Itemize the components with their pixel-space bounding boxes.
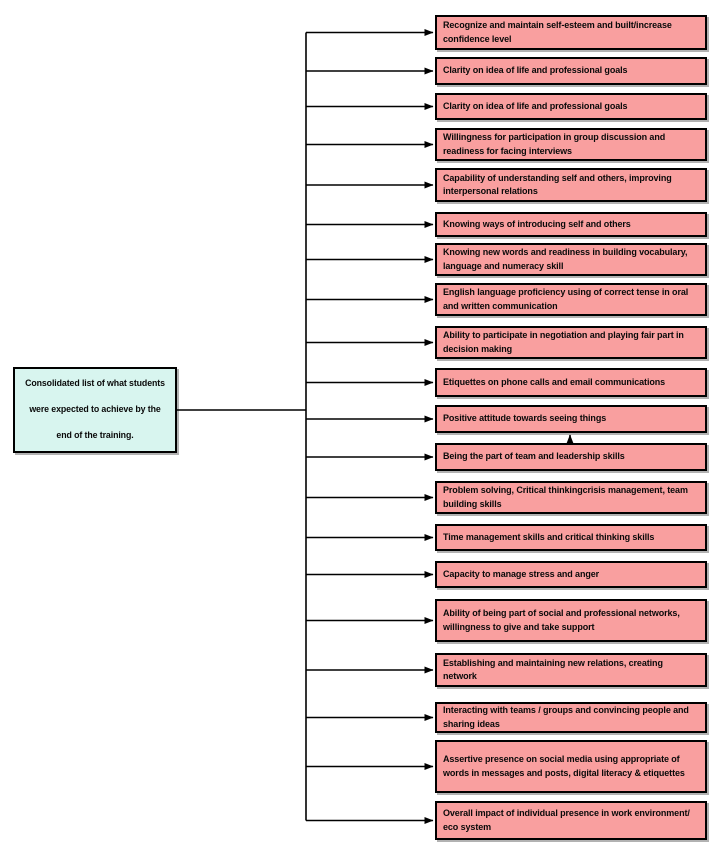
- outcome-node-label: Ability to participate in negotiation an…: [443, 330, 684, 354]
- outcome-node: Recognize and maintain self-esteem and b…: [435, 15, 707, 50]
- outcome-node-label: Clarity on idea of life and professional…: [443, 65, 628, 76]
- outcome-node: Positive attitude towards seeing things: [435, 405, 707, 433]
- outcome-node: Willingness for participation in group d…: [435, 128, 707, 161]
- outcome-node: Capacity to manage stress and anger: [435, 561, 707, 588]
- outcome-node-label: English language proficiency using of co…: [443, 287, 689, 311]
- outcome-node: Knowing ways of introducing self and oth…: [435, 212, 707, 237]
- outcome-node: Overall impact of individual presence in…: [435, 801, 707, 840]
- outcome-node-label: Willingness for participation in group d…: [443, 132, 666, 156]
- outcome-node: Knowing new words and readiness in build…: [435, 243, 707, 276]
- root-node: Consolidated list of what students were …: [13, 367, 177, 453]
- outcome-node-label: Capability of understanding self and oth…: [443, 172, 672, 196]
- outcome-node: Ability to participate in negotiation an…: [435, 326, 707, 359]
- outcome-node-label: Knowing new words and readiness in build…: [443, 247, 688, 271]
- outcome-node: Problem solving, Critical thinkingcrisis…: [435, 481, 707, 514]
- outcome-node-label: Etiquettes on phone calls and email comm…: [443, 376, 666, 387]
- outcome-node-label: Ability of being part of social and prof…: [443, 608, 680, 632]
- outcome-node-label: Problem solving, Critical thinkingcrisis…: [443, 485, 688, 509]
- outcome-node-label: Positive attitude towards seeing things: [443, 413, 607, 424]
- outcome-node: Etiquettes on phone calls and email comm…: [435, 368, 707, 397]
- outcome-node: Time management skills and critical thin…: [435, 524, 707, 551]
- outcome-node: Being the part of team and leadership sk…: [435, 443, 707, 471]
- root-node-label: Consolidated list of what students were …: [25, 378, 165, 440]
- outcome-node-label: Overall impact of individual presence in…: [443, 808, 690, 832]
- outcome-node: Establishing and maintaining new relatio…: [435, 653, 707, 687]
- outcome-node-label: Knowing ways of introducing self and oth…: [443, 218, 631, 229]
- outcome-node-label: Interacting with teams / groups and conv…: [443, 705, 689, 729]
- outcome-node-label: Being the part of team and leadership sk…: [443, 451, 625, 462]
- outcome-node: Interacting with teams / groups and conv…: [435, 702, 707, 733]
- outcome-node-label: Capacity to manage stress and anger: [443, 568, 600, 579]
- outcome-node-label: Clarity on idea of life and professional…: [443, 100, 628, 111]
- outcome-node: Clarity on idea of life and professional…: [435, 57, 707, 85]
- outcome-node-label: Establishing and maintaining new relatio…: [443, 657, 663, 681]
- outcome-node: Clarity on idea of life and professional…: [435, 93, 707, 120]
- outcome-node-label: Time management skills and critical thin…: [443, 531, 655, 542]
- outcome-node: English language proficiency using of co…: [435, 283, 707, 316]
- outcome-node-label: Recognize and maintain self-esteem and b…: [443, 20, 672, 44]
- outcome-node: Capability of understanding self and oth…: [435, 168, 707, 202]
- outcome-node: Ability of being part of social and prof…: [435, 599, 707, 642]
- outcome-node: Assertive presence on social media using…: [435, 740, 707, 793]
- outcome-node-label: Assertive presence on social media using…: [443, 754, 685, 778]
